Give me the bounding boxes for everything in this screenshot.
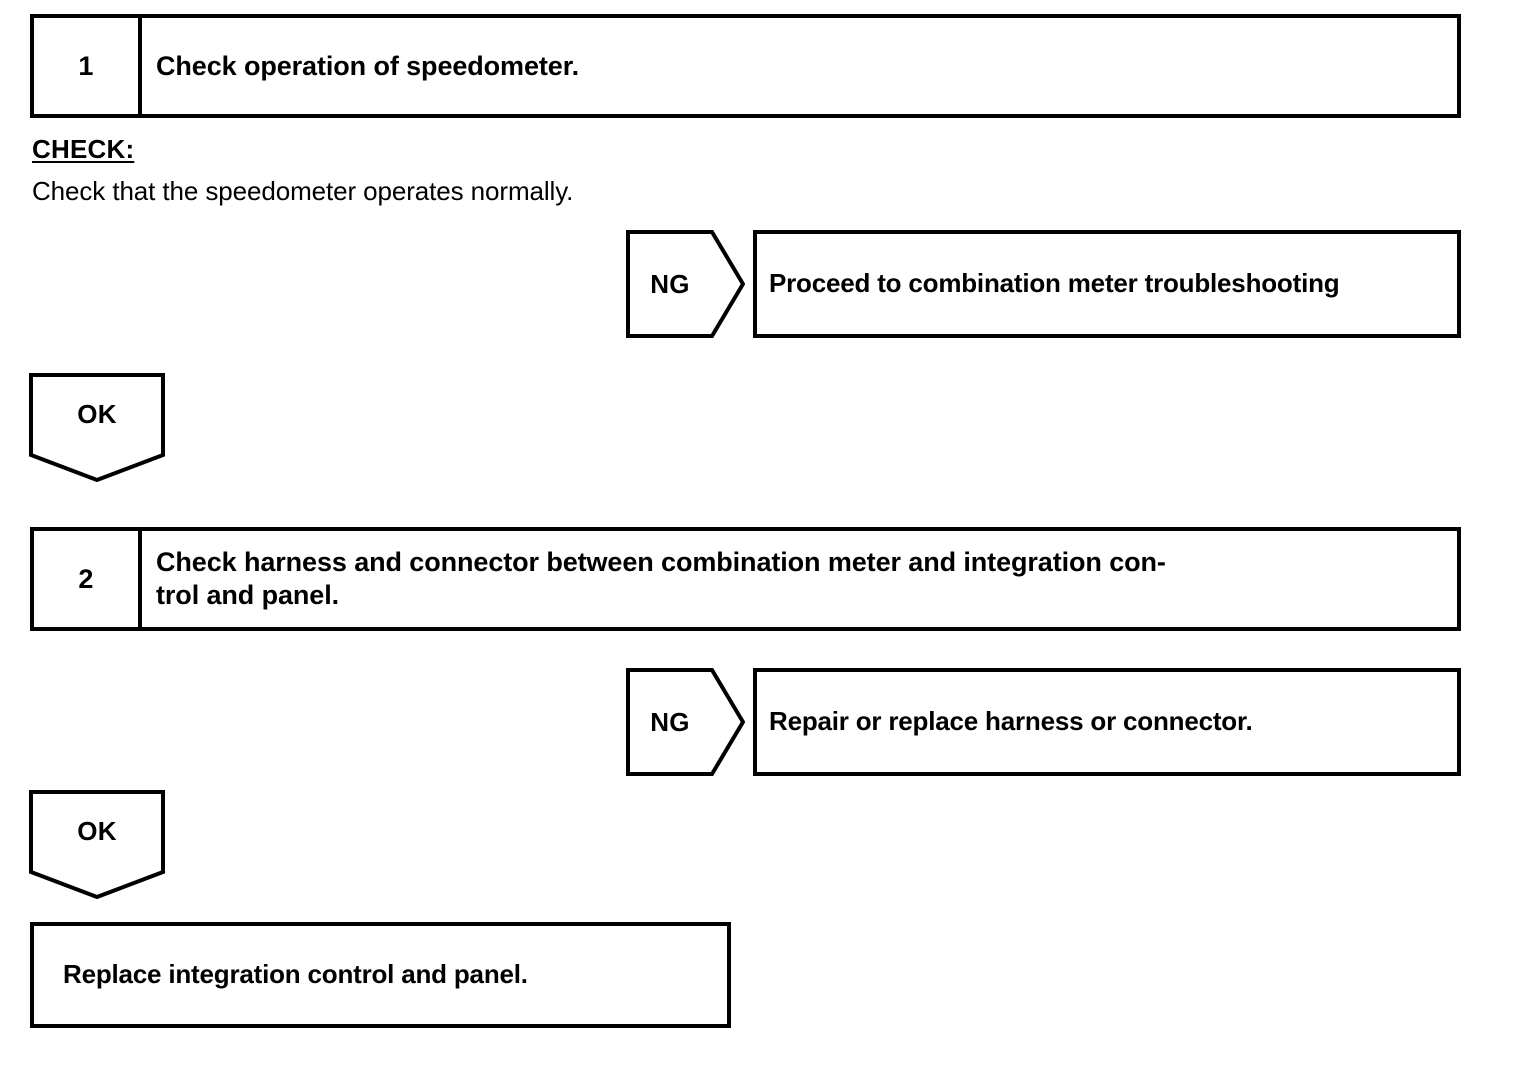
step-2-box: 2 Check harness and connector between co… <box>30 527 1461 631</box>
check-label: CHECK: <box>32 134 135 164</box>
check-description: Check that the speedometer operates norm… <box>32 175 574 206</box>
step-2-ng-label: NG <box>650 706 690 737</box>
step-1-ng-label: NG <box>650 268 690 299</box>
step-2-ok-arrow: OK <box>29 790 165 899</box>
step-2-ok-label: OK <box>77 815 117 846</box>
step-1-title: Check operation of speedometer. <box>156 50 580 81</box>
step-1-ok-label: OK <box>77 398 117 429</box>
step-2-title: Check harness and connector between comb… <box>142 531 1457 627</box>
step-2-ng-arrow: NG <box>626 668 745 776</box>
step-1-ng-arrow: NG <box>626 230 745 338</box>
step-2-ng-result-text: Repair or replace harness or connector. <box>769 706 1253 737</box>
conclusion-text: Replace integration control and panel. <box>63 959 528 990</box>
step-1-number: 1 <box>34 18 142 114</box>
step-1-ng-result-box: Proceed to combination meter troubleshoo… <box>753 230 1461 338</box>
step-1-check-block: CHECK: Check that the speedometer operat… <box>32 133 932 207</box>
step-1-ng-result-text: Proceed to combination meter troubleshoo… <box>769 268 1340 299</box>
step-2-number: 2 <box>34 531 142 627</box>
step-2-title-line-2: trol and panel. <box>156 580 340 610</box>
step-2-ng-result-box: Repair or replace harness or connector. <box>753 668 1461 776</box>
step-1-box: 1 Check operation of speedometer. <box>30 14 1461 118</box>
conclusion-box: Replace integration control and panel. <box>30 922 731 1028</box>
step-1-ok-arrow: OK <box>29 373 165 482</box>
step-2-title-line-1: Check harness and connector between comb… <box>156 547 1166 578</box>
